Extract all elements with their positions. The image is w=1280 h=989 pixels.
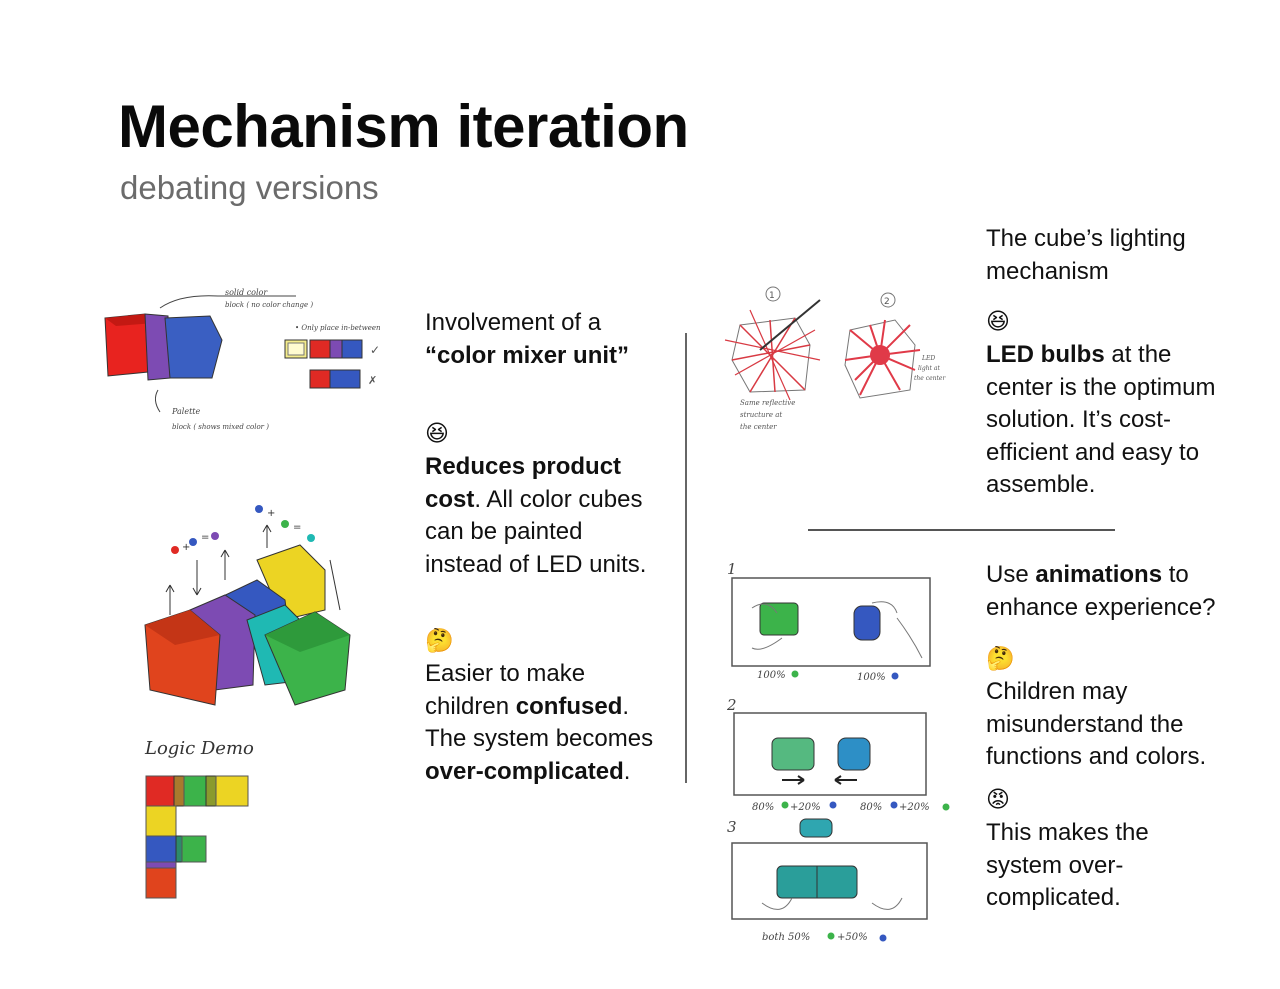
con-text-1: Easier to make children (425, 660, 586, 720)
only-place-label: • Only place in-between (295, 324, 381, 332)
svg-text:+: + (267, 508, 275, 519)
pro-bold: Reduces product cost (425, 453, 622, 513)
anim-post: to enhance experience? (986, 561, 1216, 621)
center-label-2: the center (914, 375, 946, 382)
heading-line-1: Involvement of a (425, 309, 602, 336)
pct-100-b: 100% (857, 672, 886, 683)
svg-text:=: = (201, 532, 209, 543)
same-reflective-label: Same reflective (740, 399, 795, 407)
vertical-divider (685, 333, 687, 783)
con-bold-1: confused (515, 692, 623, 720)
angry-emoji-icon: 😡 (986, 786, 1010, 812)
pct-20-a: +20% (790, 802, 821, 813)
story-num-1: 1 (727, 560, 737, 578)
anim-pre: Use (986, 561, 1036, 588)
grinning-emoji-icon-2: 😆 (986, 308, 1010, 334)
heading-line-2: “color mixer unit” (425, 341, 630, 369)
overcomplicated-text: This makes the system over-complicated. (986, 819, 1149, 911)
page-subtitle: debating versions (120, 169, 379, 206)
lighting-mechanism-sketch: 1 2 Same reflective structure at the cen… (724, 286, 946, 431)
pct-80-a: 80% (752, 802, 774, 813)
animations-heading: Use animations to enhance experience? (986, 559, 1236, 624)
solid-color-sub-label: block ( no color change ) (225, 301, 313, 309)
plus50-label: +50% (837, 932, 868, 943)
pct-80-b: 80% (860, 802, 882, 813)
the-center-label: the center (740, 423, 777, 431)
horizontal-divider (808, 529, 1115, 531)
pct-20-b: +20% (899, 802, 930, 813)
lighting-text: LED bulbs at the center is the optimum s… (986, 339, 1226, 502)
palette-sub-label: block ( shows mixed color ) (172, 423, 269, 431)
cube-mixing-sketch: + = + = (144, 505, 351, 706)
misunderstand-text: Children may misunderstand the functions… (986, 678, 1207, 770)
page-title: Mechanism iteration (118, 93, 689, 160)
logic-demo-label: Logic Demo (145, 738, 254, 759)
pro-text: Reduces product cost. All color cubes ca… (425, 451, 665, 581)
con-text: Easier to make children confused. The sy… (425, 658, 660, 788)
con-text-3: . (623, 757, 631, 785)
story-num-3: 3 (727, 818, 737, 836)
thinking-emoji-icon: 🤔 (425, 627, 454, 653)
led-body: at the center is the optimum solution. I… (986, 341, 1216, 498)
pct-100-a: 100% (757, 670, 786, 681)
con-text-2: . The system becomes (425, 692, 654, 753)
structure-at-label: structure at (740, 411, 782, 419)
svg-text:✗: ✗ (368, 374, 377, 387)
logic-demo-text: Logic Demo (145, 738, 254, 759)
svg-text:=: = (293, 522, 301, 533)
color-mixer-heading: Involvement of a “color mixer unit” (425, 307, 675, 372)
svg-text:+: + (182, 542, 190, 553)
pro-body: . All color cubes can be painted instead… (425, 485, 647, 578)
sketch-num-1: 1 (769, 291, 775, 301)
logic-demo-f-sketch (145, 775, 249, 899)
sketch-num-2: 2 (884, 297, 890, 307)
grinning-emoji-icon: 😆 (425, 420, 449, 446)
light-at-label: light at (918, 365, 940, 372)
animation-storyboard-sketch: 1 100% 100% 2 80% +20% 80% +20% 3 both 5… (726, 560, 950, 943)
led-label: LED (921, 355, 935, 362)
anim-bold: animations (1035, 561, 1163, 588)
lighting-heading: The cube’s lighting mechanism (986, 225, 1186, 285)
thinking-emoji-icon-2: 🤔 (986, 645, 1015, 671)
story-num-2: 2 (726, 696, 737, 714)
palette-block-sketch: solid color block ( no color change ) • … (104, 288, 381, 431)
solid-color-label: solid color (225, 288, 268, 297)
palette-label: Palette (171, 407, 201, 416)
svg-text:✓: ✓ (370, 343, 380, 357)
led-bold: LED bulbs (986, 341, 1105, 368)
con-bold-2: over-complicated (425, 757, 624, 785)
both-label: both 50% (762, 932, 810, 943)
